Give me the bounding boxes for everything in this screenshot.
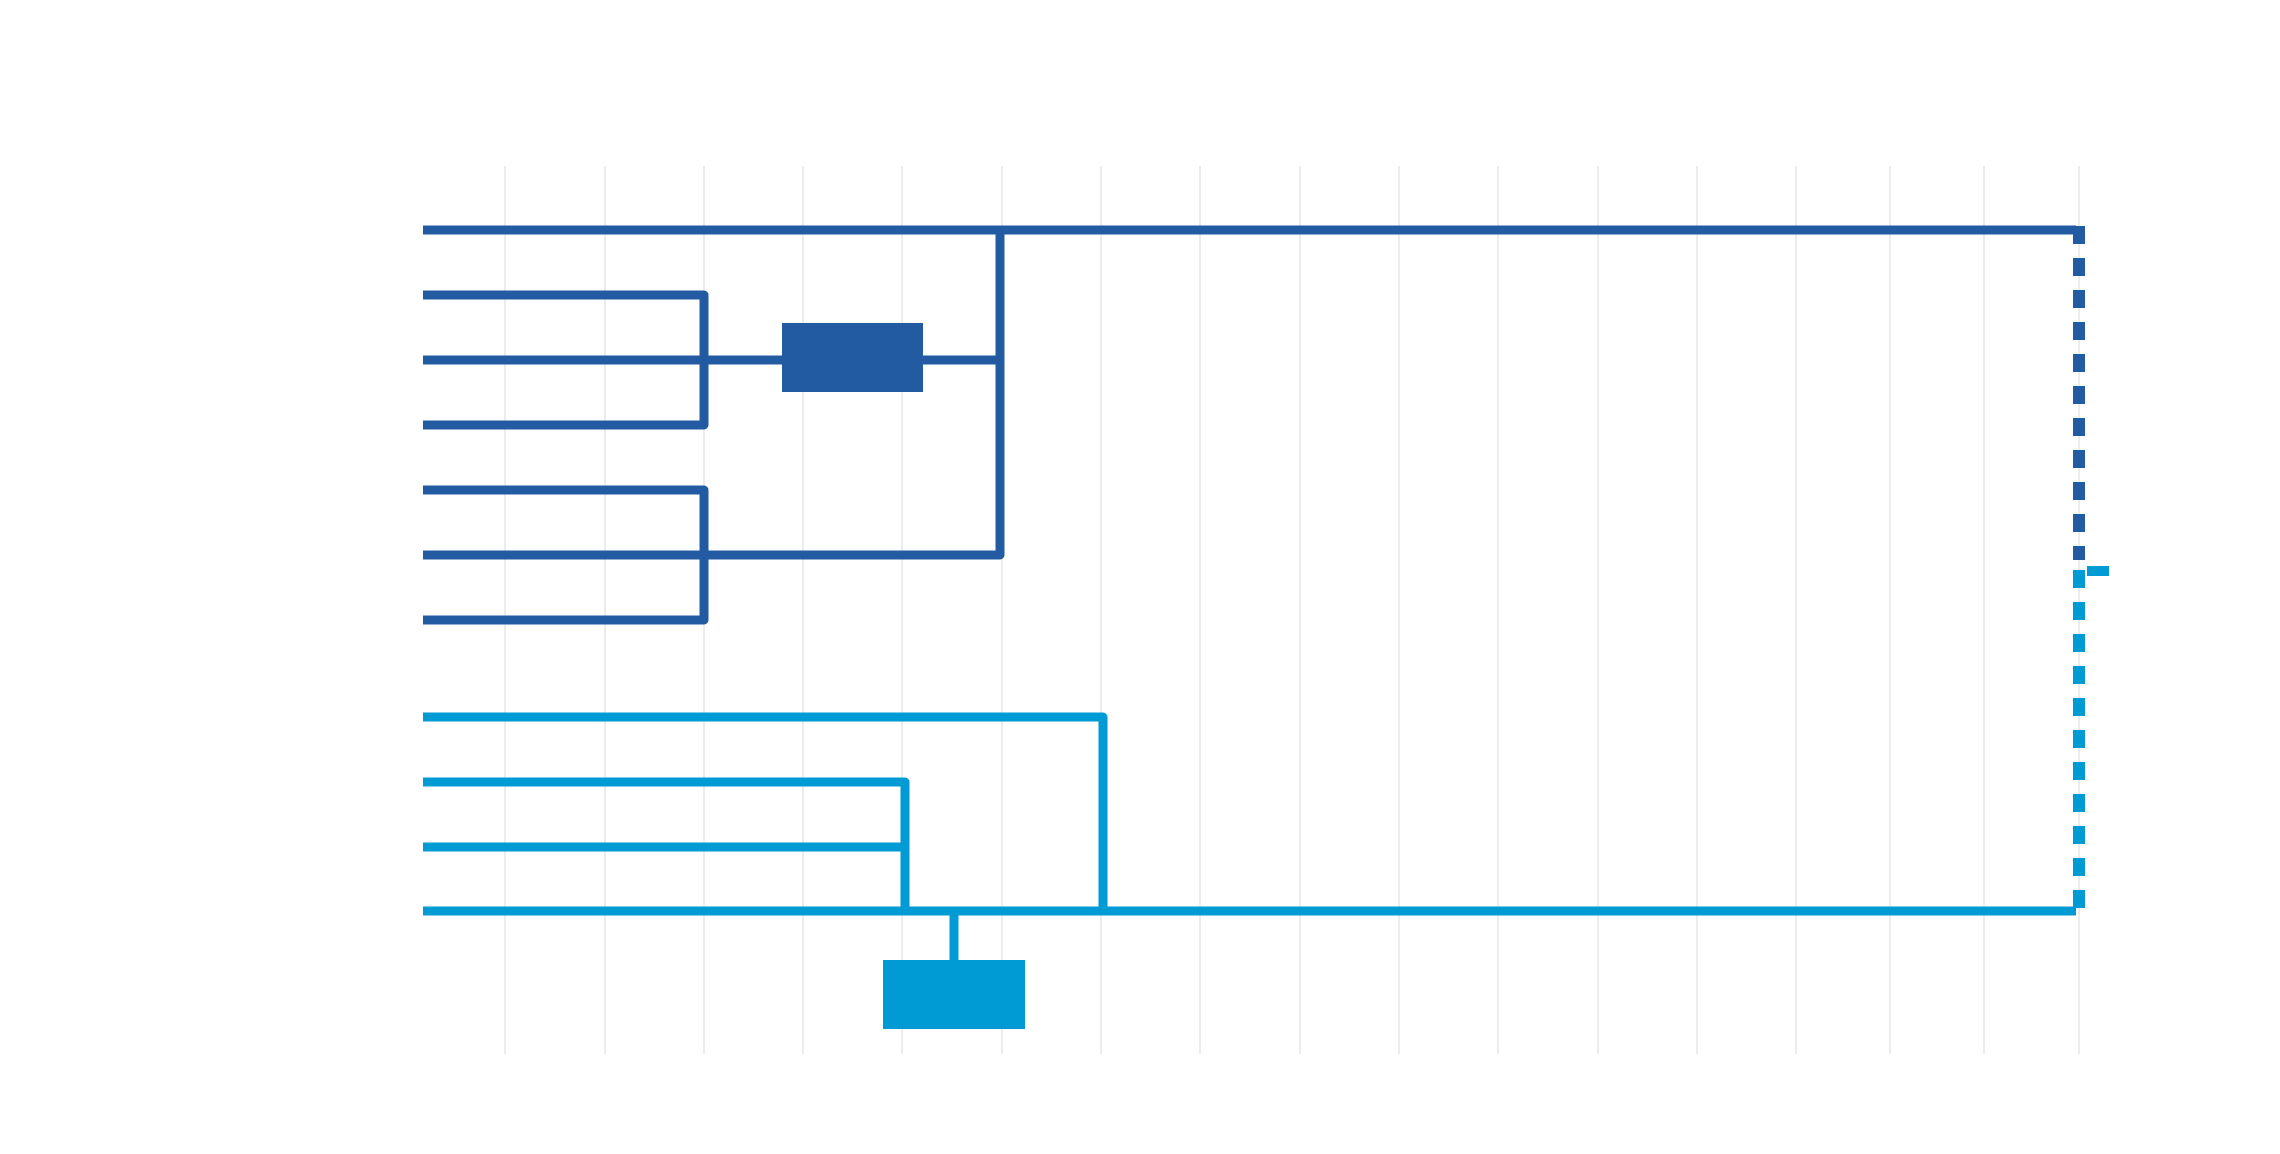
top-branch-leaf-5 [423, 230, 1005, 560]
bottom-branch-leaf-2 [423, 777, 910, 911]
bottom-node-box [883, 960, 1025, 1029]
bottom-branch-leaf-1 [423, 712, 1108, 911]
bottom-group [423, 566, 2109, 1029]
grid-lines [504, 166, 2080, 1054]
top-node-box [782, 323, 923, 392]
root-join-tick [2087, 566, 2109, 576]
top-group [423, 225, 2085, 625]
